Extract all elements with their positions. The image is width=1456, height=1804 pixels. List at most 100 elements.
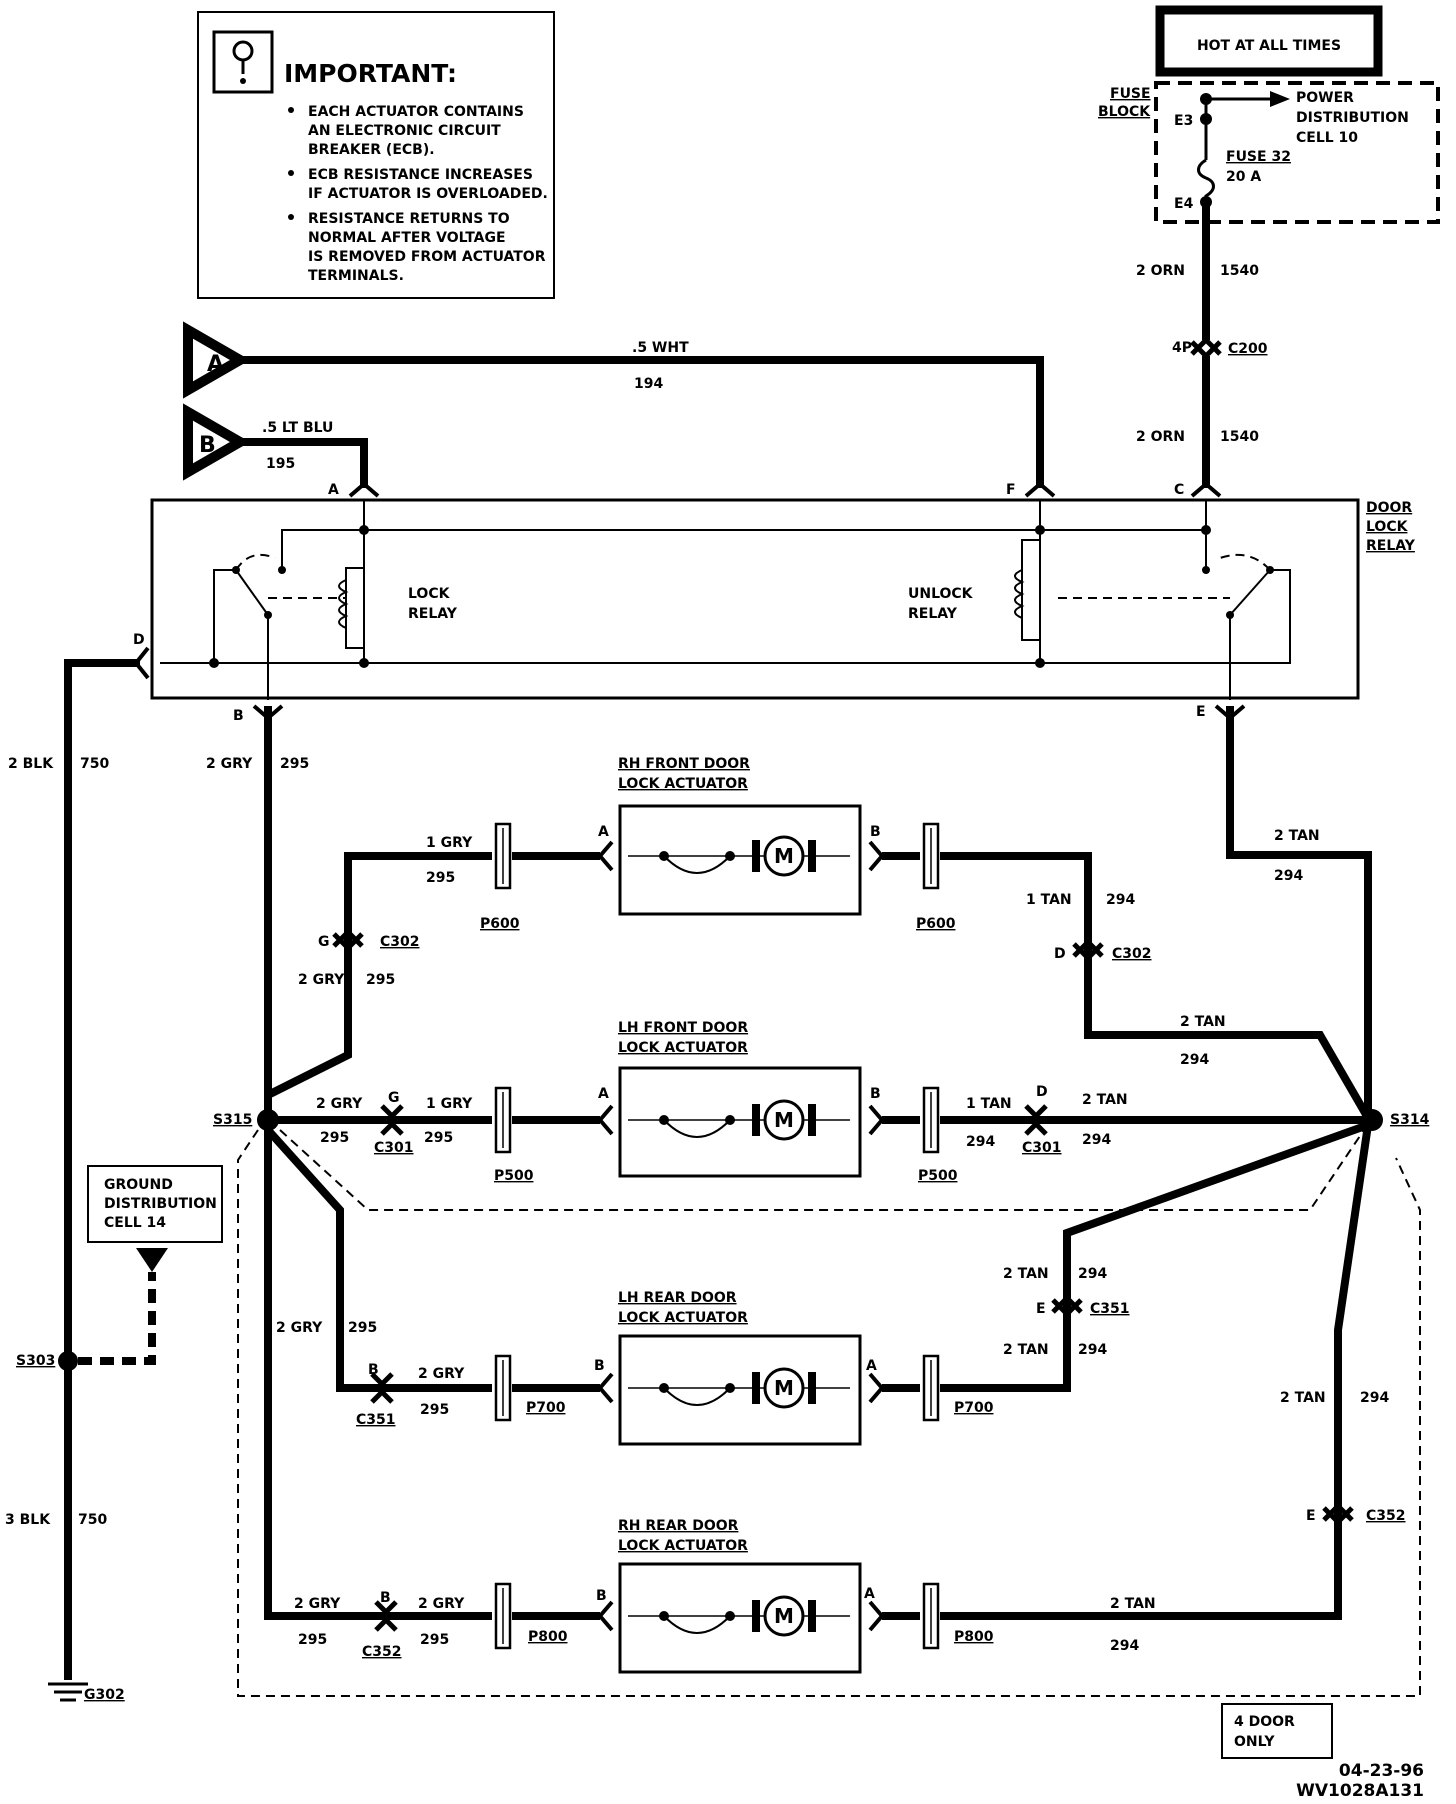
unlock-switch-arm — [1229, 569, 1271, 616]
connector-pin: E — [1306, 1508, 1316, 1524]
door-lock-relay: DOOR LOCK RELAY A F C D B E — [133, 481, 1416, 724]
splice-s314 — [1361, 1109, 1383, 1131]
ecb-icon — [663, 1387, 731, 1406]
unlock-relay-label: RELAY — [908, 606, 958, 622]
relay-pin-c: C — [1174, 482, 1184, 498]
wires — [64, 202, 1372, 1680]
gry-gauge: 2 GRY — [316, 1096, 363, 1112]
motor-icon — [763, 1367, 805, 1409]
fuse-block-label: FUSE — [1110, 86, 1151, 102]
motor-brush — [808, 1372, 816, 1404]
important-line: ECB RESISTANCE INCREASES — [308, 167, 533, 183]
lock-switch-arm — [235, 569, 269, 616]
motor-brush — [808, 1600, 816, 1632]
ground-upper-gauge: 2 BLK — [8, 756, 54, 772]
actuator-pin-chevron — [597, 1372, 614, 1404]
input-a-letter: A — [207, 352, 224, 377]
gry-circuit: 295 — [348, 1320, 377, 1336]
lock-relay-coil-icon — [338, 579, 349, 629]
unlock-relay-coil-icon — [1014, 569, 1025, 619]
orn-circuit: 1540 — [1220, 429, 1259, 445]
ground-lower-gauge: 3 BLK — [5, 1512, 51, 1528]
ground-cell-label: CELL 14 — [104, 1215, 166, 1231]
tan-circuit: 294 — [1274, 868, 1303, 884]
gry-gauge: 2 GRY — [418, 1596, 465, 1612]
gry-circuit: 295 — [320, 1130, 349, 1146]
connector-c351-label: C351 — [356, 1412, 396, 1428]
actuator-pin: B — [596, 1588, 607, 1604]
ground-icon — [48, 1682, 88, 1702]
actuator-pin: B — [870, 1086, 881, 1102]
actuator-connector: P500 — [494, 1168, 534, 1184]
relay-pin-d: D — [133, 632, 145, 648]
tan-gauge: 2 TAN — [1280, 1390, 1326, 1406]
actuator-lh-front: LH FRONT DOOR LOCK ACTUATOR A B P500 P50… — [494, 1020, 958, 1184]
motor-brush — [808, 1104, 816, 1136]
connector-c200: 4P C200 — [1172, 336, 1268, 360]
actuator-title: LOCK ACTUATOR — [618, 1310, 748, 1326]
actuator-pin-chevron — [597, 840, 614, 872]
ecb-icon — [663, 1615, 731, 1634]
actuator-title: RH REAR DOOR — [618, 1518, 739, 1534]
important-line: AN ELECTRONIC CIRCUIT — [308, 123, 501, 139]
important-line: IS REMOVED FROM ACTUATOR — [308, 249, 546, 265]
connector-pin: G — [388, 1090, 400, 1106]
fuse-rating: 20 A — [1226, 169, 1261, 185]
fuse-block-label: BLOCK — [1098, 104, 1151, 120]
actuator-connector: P800 — [528, 1629, 568, 1645]
motor-brush — [752, 1600, 760, 1632]
actuator-pin: B — [870, 824, 881, 840]
wire-b-circuit: 195 — [266, 456, 295, 472]
input-b: B — [183, 403, 251, 481]
motor-icon — [763, 1595, 805, 1637]
motor-icon — [763, 835, 805, 877]
motor-brush — [752, 1104, 760, 1136]
tan-gauge: 2 TAN — [1003, 1342, 1049, 1358]
motor-icon — [763, 1099, 805, 1141]
motor-label: M — [774, 1376, 794, 1400]
actuator-title: LH FRONT DOOR — [618, 1020, 748, 1036]
splice-s303 — [58, 1351, 78, 1371]
important-title: IMPORTANT: — [284, 59, 457, 88]
motor-label: M — [774, 844, 794, 868]
ecb-icon — [663, 1119, 731, 1138]
connector-c302-label: C302 — [380, 934, 420, 950]
gry-gauge: 2 GRY — [206, 756, 253, 772]
tan-gauge: 2 TAN — [1110, 1596, 1156, 1612]
hot-at-all-times-label: HOT AT ALL TIMES — [1197, 38, 1341, 54]
diagram-date: 04-23-96 — [1339, 1761, 1424, 1781]
actuator-pin: A — [866, 1358, 877, 1374]
fuse-icon — [1197, 158, 1215, 202]
connector-c351-label: C351 — [1090, 1301, 1130, 1317]
important-line: BREAKER (ECB). — [308, 142, 435, 158]
actuator-pin-chevron — [868, 1104, 885, 1136]
motor-brush — [752, 1372, 760, 1404]
ground-upper-circuit: 750 — [80, 756, 109, 772]
ground-g302-label: G302 — [84, 1687, 125, 1703]
gry-circuit: 295 — [298, 1632, 327, 1648]
connector-pin: G — [318, 934, 330, 950]
important-line: NORMAL AFTER VOLTAGE — [308, 230, 506, 246]
actuator-pin: A — [598, 824, 609, 840]
actuator-connector: P700 — [954, 1400, 994, 1416]
unlock-relay-label: UNLOCK — [908, 586, 974, 602]
fuse-name: FUSE 32 — [1226, 149, 1291, 165]
connector-pin: B — [368, 1362, 379, 1378]
splice-s314-label: S314 — [1390, 1112, 1430, 1128]
tan-gauge: 2 TAN — [1274, 828, 1320, 844]
orn-gauge: 2 ORN — [1136, 429, 1185, 445]
ground-cell-label: GROUND — [104, 1177, 173, 1193]
actuator-connector: P700 — [526, 1400, 566, 1416]
actuator-connector: P800 — [954, 1629, 994, 1645]
important-line: RESISTANCE RETURNS TO — [308, 211, 510, 227]
four-door-boundary — [237, 1129, 1421, 1697]
power-distribution-label: POWER — [1296, 90, 1354, 106]
important-line: IF ACTUATOR IS OVERLOADED. — [308, 186, 548, 202]
four-door-label: ONLY — [1234, 1734, 1275, 1750]
motor-label: M — [774, 1604, 794, 1628]
actuator-pin-chevron — [868, 1372, 885, 1404]
ecb-icon — [663, 855, 731, 874]
power-distribution-label: CELL 10 — [1296, 130, 1358, 146]
relay-pin-e: E — [1196, 704, 1206, 720]
